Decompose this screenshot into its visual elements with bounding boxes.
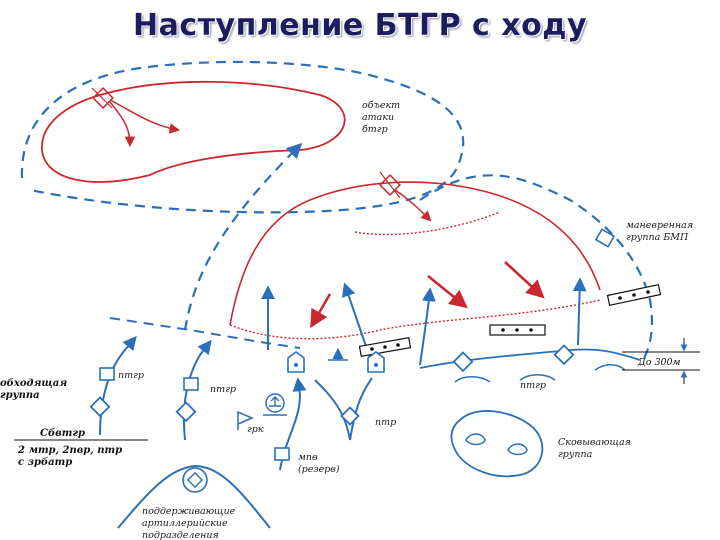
flanking-unit-box bbox=[99, 367, 115, 381]
attack-arrow-4 bbox=[572, 277, 587, 346]
ptr-route bbox=[314, 377, 373, 441]
objective-label-1: объект bbox=[362, 100, 400, 111]
pinning-label-1: Сковывающая bbox=[558, 437, 631, 448]
objective-label-2: атаки bbox=[362, 112, 394, 123]
objective-label-3: бтгр bbox=[362, 124, 388, 135]
enemy-command-post-2 bbox=[379, 171, 401, 199]
enemy-command-post bbox=[91, 87, 114, 109]
grk-flag-icon bbox=[237, 410, 254, 430]
enemy-arrow-1 bbox=[109, 101, 136, 148]
ptr-label: птр bbox=[375, 417, 396, 428]
enemy-objective-contour bbox=[41, 80, 346, 183]
reserve-box bbox=[274, 447, 290, 461]
enemy-arrow-3 bbox=[394, 189, 432, 222]
maneuver-label-2: группа БМП bbox=[626, 232, 689, 243]
enemy-trench-upper bbox=[354, 211, 501, 236]
composition-text-1: 2 мтр, 2пвр, птр bbox=[17, 445, 122, 456]
minefield-3 bbox=[606, 283, 662, 307]
flanking-route bbox=[99, 335, 137, 436]
minefield-2 bbox=[489, 324, 546, 336]
pinning-label-2: группа bbox=[558, 449, 593, 460]
group2-route bbox=[182, 339, 212, 441]
group2-box bbox=[183, 377, 199, 391]
page-title: Наступление БТГР с ходу bbox=[132, 8, 587, 43]
enemy-counterattack-2 bbox=[427, 274, 468, 309]
vehicle-1 bbox=[287, 351, 305, 373]
artillery-label-3: подразделения bbox=[142, 530, 219, 540]
dashed-maneuver-right bbox=[419, 174, 654, 366]
composition-title: Сбвтгр bbox=[40, 428, 85, 439]
enemy-counterattack-3 bbox=[504, 261, 545, 299]
unit-diamond-1 bbox=[452, 351, 474, 373]
artillery-symbol bbox=[182, 467, 208, 493]
distance-label: До 300м bbox=[637, 357, 681, 368]
reserve-label-1: мпв bbox=[298, 452, 318, 463]
minefield-1 bbox=[358, 337, 412, 357]
ptr-diamond bbox=[340, 406, 360, 426]
ptgr-label-3: птгр bbox=[520, 380, 546, 391]
envelopment-dashed-line bbox=[20, 60, 465, 214]
artillery-position-icon bbox=[263, 393, 287, 416]
pinning-arc-2 bbox=[507, 443, 528, 456]
flanking-label-1: обходящая bbox=[0, 378, 67, 389]
dashed-line-of-deployment bbox=[109, 317, 301, 349]
vehicle-2 bbox=[367, 351, 385, 373]
artillery-label-1: поддерживающие bbox=[142, 506, 236, 517]
grk-label: грк bbox=[247, 424, 264, 435]
maneuver-label-1: маневренная bbox=[626, 220, 693, 231]
attack-arrow-3 bbox=[419, 287, 436, 366]
arc-2 bbox=[519, 373, 556, 381]
enemy-counterattack-1 bbox=[310, 293, 332, 329]
unit-diamond-2 bbox=[553, 344, 575, 366]
distance-marker bbox=[622, 338, 700, 384]
flanking-label-2: группа bbox=[0, 390, 40, 401]
ptgr-label-1: птгр bbox=[118, 370, 144, 381]
artillery-arc bbox=[117, 464, 271, 529]
pinning-arc-1 bbox=[465, 433, 486, 446]
dashed-maneuver-left bbox=[183, 142, 303, 331]
pinning-group-contour bbox=[450, 410, 544, 478]
artillery-label-2: артиллерийские bbox=[142, 518, 228, 529]
group2-diamond bbox=[175, 401, 197, 423]
small-tank-icon bbox=[328, 347, 348, 361]
enemy-arrow-2 bbox=[109, 99, 181, 134]
enemy-trench-lower bbox=[229, 299, 601, 340]
ptgr-label-2: птгр bbox=[210, 384, 236, 395]
flanking-unit-diamond bbox=[89, 396, 111, 418]
enemy-defense-contour bbox=[229, 181, 601, 326]
maneuver-group-box bbox=[594, 228, 616, 248]
arc-1 bbox=[454, 375, 491, 383]
arc-3 bbox=[594, 363, 626, 371]
composition-text-2: с зрбатр bbox=[18, 457, 72, 468]
reserve-label-2: (резерв) bbox=[298, 464, 340, 475]
